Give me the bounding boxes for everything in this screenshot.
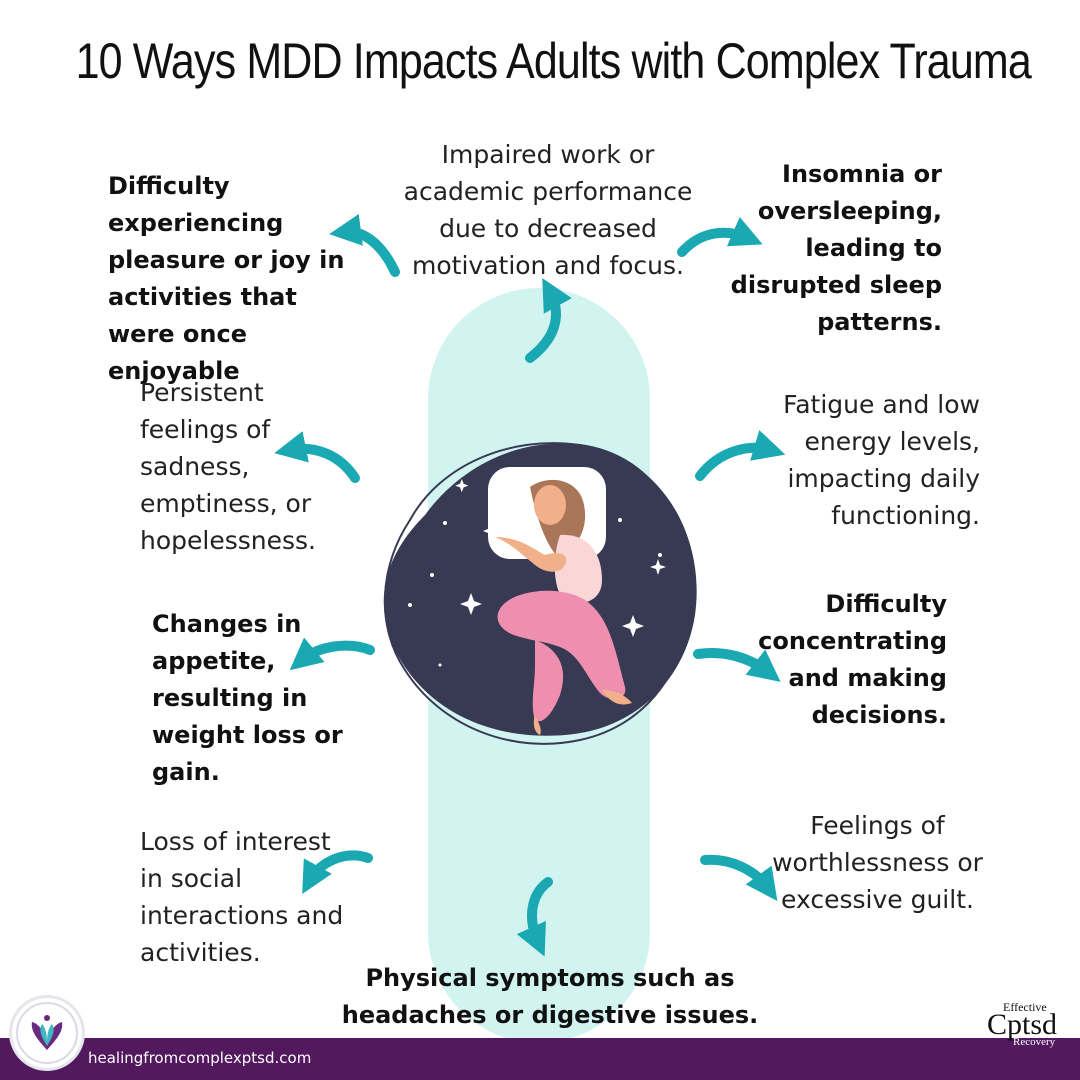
- item-sleep: Insomnia or oversleeping, leading to dis…: [730, 160, 942, 336]
- footer-url[interactable]: healingfromcomplexptsd.com: [88, 1049, 312, 1067]
- item-social: Loss of interest in social interactions …: [140, 827, 344, 967]
- page-title: 10 Ways MDD Impacts Adults with Complex …: [75, 33, 1032, 89]
- item-worthless: Feelings of worthlessness or excessive g…: [772, 811, 983, 914]
- butterfly-logo-icon: [16, 1002, 78, 1064]
- item-concentration: Difficulty concentrating and making deci…: [758, 590, 947, 729]
- brand-main: Cptsd: [987, 1008, 1058, 1041]
- sleeping-woman-illustration: [383, 442, 697, 745]
- item-appetite: Changes in appetite, resulting in weight…: [152, 610, 343, 786]
- item-physical: Physical symptoms such as headaches or d…: [341, 964, 759, 1029]
- item-pleasure: Difficulty experiencing pleasure or joy …: [108, 172, 345, 385]
- brand-bottom: Recovery: [1013, 1036, 1056, 1048]
- item-fatigue: Fatigue and low energy levels, impacting…: [783, 390, 980, 530]
- brand-top: Effective: [1003, 1000, 1047, 1014]
- item-sadness: Persistent feelings of sadness, emptines…: [140, 378, 316, 555]
- item-work: Impaired work or academic performance du…: [403, 140, 693, 280]
- footer-bar: healingfromcomplexptsd.com: [0, 1038, 1080, 1080]
- site-logo: [12, 998, 82, 1068]
- brand-logo: Effective Cptsd Recovery: [985, 998, 1073, 1052]
